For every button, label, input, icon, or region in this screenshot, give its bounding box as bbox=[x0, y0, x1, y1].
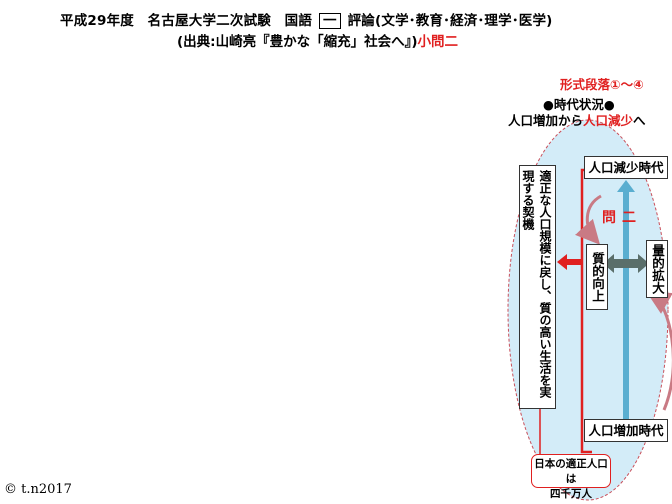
trend-highlight: 人口減少 bbox=[583, 113, 634, 128]
section-number-box: 一 bbox=[319, 13, 341, 29]
callout-line-2: 四千万人 bbox=[550, 488, 592, 500]
callout-line-1: 日本の適正人口は bbox=[534, 458, 608, 485]
conclusion-box: 適正な人口規模に戻し、質の高い生活を実現する契機 bbox=[519, 165, 556, 409]
title-part2: 評論(文学･教育･経済･理学･医学) bbox=[347, 13, 553, 29]
copyright-notice: © t.n2017 bbox=[4, 482, 72, 497]
trend-prefix: 人口増加から bbox=[508, 113, 584, 128]
quantity-expansion-box: 量的拡大 bbox=[646, 240, 668, 298]
source-citation: (出典:山崎亮『豊かな「縮充」社会へ』) bbox=[177, 34, 418, 50]
red-arrow-icon bbox=[557, 254, 581, 270]
optimal-population-callout: 日本の適正人口は 四千万人 bbox=[531, 454, 611, 500]
page-title: 平成29年度 名古屋大学二次試験 国語 一 評論(文学･教育･経済･理学･医学) bbox=[60, 9, 553, 29]
source-line: (出典:山崎亮『豊かな「縮充」社会へ』)小問二 bbox=[177, 30, 458, 50]
curved-arrow-to-quality-icon bbox=[575, 194, 602, 245]
trend-suffix: へ bbox=[633, 113, 646, 128]
title-part1: 平成29年度 名古屋大学二次試験 国語 bbox=[60, 13, 313, 29]
question-label: 問二 bbox=[602, 210, 642, 226]
paragraph-range-label: 形式段落①～④ bbox=[560, 77, 644, 92]
quality-improvement-box: 質的向上 bbox=[586, 244, 608, 310]
question-reference: 小問二 bbox=[417, 34, 459, 50]
horizontal-double-arrow-icon bbox=[603, 254, 649, 273]
trend-label: 人口増加から人口減少へ bbox=[508, 110, 646, 129]
decline-era-box: 人口減少時代 bbox=[584, 156, 668, 179]
era-status-label: ●時代状況● bbox=[543, 97, 615, 112]
growth-era-box: 人口増加時代 bbox=[584, 419, 668, 442]
